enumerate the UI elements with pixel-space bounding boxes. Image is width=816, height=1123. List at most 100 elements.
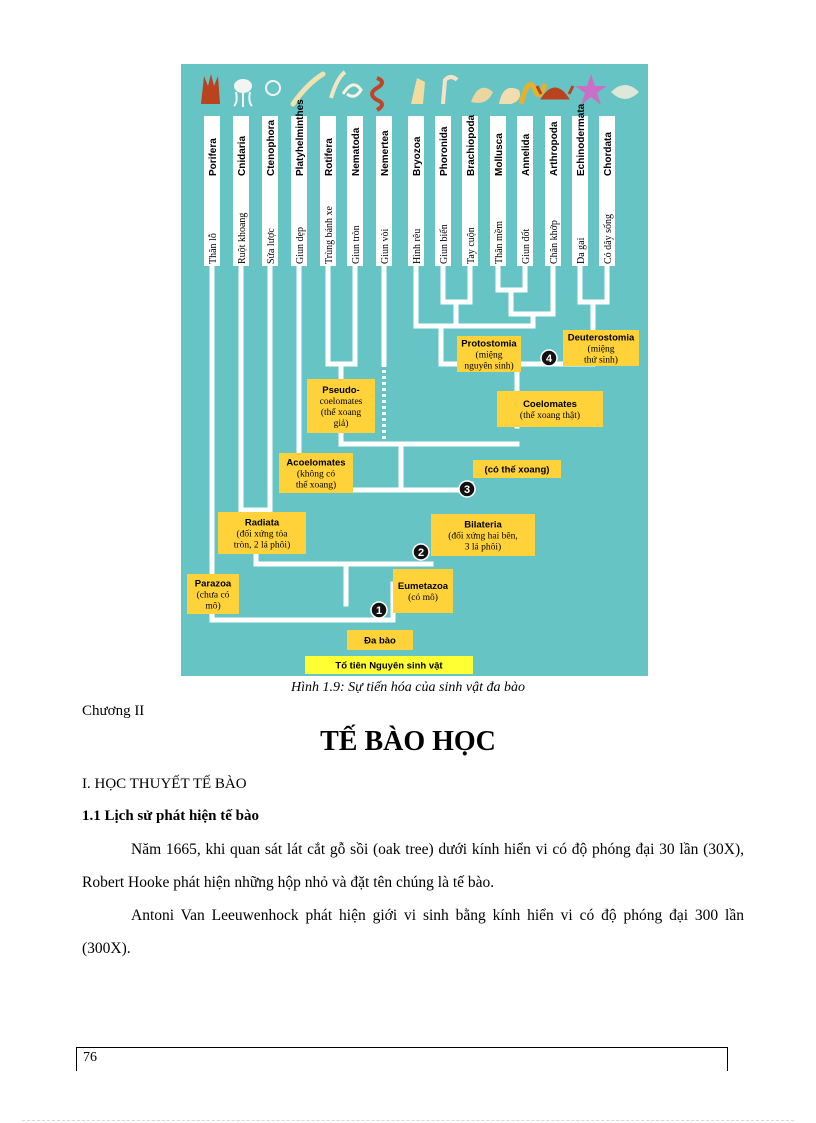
phylum-name: Phoronida <box>439 126 450 176</box>
animal-silhouettes <box>201 70 639 112</box>
phylum-common-name: Giun biển <box>439 224 450 264</box>
group-label-line: Coelomates <box>523 399 577 410</box>
group-box <box>393 569 453 613</box>
phylum-common-name: Thân mềm <box>494 221 505 264</box>
phylum-label-bg <box>490 116 506 266</box>
phylum-name: Echinodermata <box>576 103 587 176</box>
group-box <box>279 453 353 493</box>
group-label-line: (thể xoang thật) <box>520 410 580 421</box>
group-label-line: Pseudo- <box>322 385 359 396</box>
subsection-heading: 1.1 Lịch sử phát hiện tế bào <box>82 808 259 824</box>
group-label-line: (có mô) <box>408 592 438 603</box>
phylum-common-name: Ruột khoang <box>237 213 248 264</box>
group-label-line: Parazoa <box>195 579 232 590</box>
phoronid-icon <box>441 75 459 105</box>
phylum-label-bg <box>435 116 451 266</box>
phylum-name: Nemertea <box>380 130 391 176</box>
group-box <box>473 460 561 478</box>
footer-rule-right <box>727 1047 728 1071</box>
bryozoa-icon <box>411 78 425 104</box>
phylum-common-name: Hình rêu <box>412 229 423 264</box>
group-box <box>187 574 239 614</box>
phylum-common-name: Trùng bánh xe <box>324 205 335 264</box>
group-label-line: Radiata <box>245 518 280 529</box>
phylum-label-bg <box>291 116 307 266</box>
group-multicellular: Đa bào <box>347 630 413 650</box>
phylum-name: Ctenophora <box>266 119 277 176</box>
phylum-name: Porifera <box>208 138 219 176</box>
phylum-label-bg <box>408 116 424 266</box>
step-marker: 3 <box>458 480 476 498</box>
group-box <box>218 512 306 554</box>
rotifer-icon <box>329 70 347 99</box>
group-bilateria: Bilateria(đối xứng hai bên,3 lá phôi) <box>431 514 535 556</box>
group-label-line: 3 lá phôi) <box>465 542 501 553</box>
figure-caption: Hình 1.9: Sự tiến hóa của sinh vật đa bà… <box>291 680 525 695</box>
phylum-common-name: Da gai <box>576 237 587 264</box>
dashed-branches <box>382 304 458 444</box>
phylum-name: Nematoda <box>351 127 362 176</box>
step-marker-number: 3 <box>464 484 470 496</box>
group-label-line: (có thể xoang) <box>485 465 550 476</box>
group-label-line: Eumetazoa <box>398 581 449 592</box>
group-box <box>305 656 473 674</box>
page-number: 76 <box>83 1050 97 1065</box>
group-label-line: coelomates <box>320 397 363 407</box>
phylum-name: Platyhelminthes <box>295 99 306 176</box>
phylum-label-bg <box>347 116 363 266</box>
step-marker-number: 1 <box>376 605 382 617</box>
phylum-common-name: Thân lỗ <box>208 233 219 264</box>
group-label-line: thể xoang) <box>296 480 336 491</box>
phylum-label-bg <box>545 116 561 266</box>
group-label-line: thứ sinh) <box>584 355 618 366</box>
group-label-line: Đa bào <box>364 636 396 647</box>
phylum-label-bg <box>204 116 220 266</box>
jellyfish-icon <box>234 79 252 93</box>
chapter-title: TẾ BÀO HỌC <box>320 726 496 757</box>
group-box <box>307 379 375 433</box>
group-label-line: Tổ tiên Nguyên sinh vật <box>335 661 443 672</box>
fish-icon <box>611 85 639 99</box>
group-label-line: (miệng <box>476 350 503 361</box>
group-label-line: tròn, 2 lá phôi) <box>234 540 290 551</box>
group-label-line: (đối xứng tỏa <box>236 529 288 540</box>
flatworm-icon <box>290 71 326 107</box>
group-label-line: (miệng <box>588 344 615 355</box>
phylum-label-bg <box>599 116 615 266</box>
roundworm-icon <box>341 83 363 98</box>
annelid-icon <box>518 81 548 105</box>
brachiopod-icon <box>471 87 493 103</box>
phylum-label-bg <box>462 116 478 266</box>
group-eumetazoa: Eumetazoa(có mô) <box>393 569 453 613</box>
footer-rule-left <box>76 1047 77 1071</box>
step-marker: 1 <box>370 601 388 619</box>
step-marker: 2 <box>412 543 430 561</box>
group-label-line: (không có <box>297 469 336 480</box>
group-box <box>457 336 521 372</box>
phylum-common-name: Giun tròn <box>351 225 362 264</box>
starfish-icon <box>575 74 607 105</box>
step-marker-number: 2 <box>418 547 424 559</box>
group-label-line: giả) <box>334 418 349 429</box>
group-box <box>497 391 603 427</box>
group-box <box>431 514 535 556</box>
group-label-line: mô) <box>205 601 220 612</box>
group-coelomates: Coelomates(thể xoang thật) <box>497 391 603 427</box>
phylum-label-bg <box>517 116 533 266</box>
phylum-common-name: Giun đốt <box>521 229 532 265</box>
phylum-name: Rotifera <box>324 138 335 176</box>
group-label-line: Acoelomates <box>286 458 345 469</box>
group-coelom: (có thể xoang) <box>473 460 561 478</box>
phylum-common-name: Sứa lược <box>266 228 277 264</box>
phylum-name: Mollusca <box>494 133 505 176</box>
paragraph: Năm 1665, khi quan sát lát cắt gỗ sồi (o… <box>82 841 744 891</box>
chapter-label: Chương II <box>82 703 145 719</box>
phylum-name: Brachiopoda <box>466 114 477 176</box>
group-ancestor: Tổ tiên Nguyên sinh vật <box>305 656 473 674</box>
step-marker: 4 <box>540 349 558 367</box>
